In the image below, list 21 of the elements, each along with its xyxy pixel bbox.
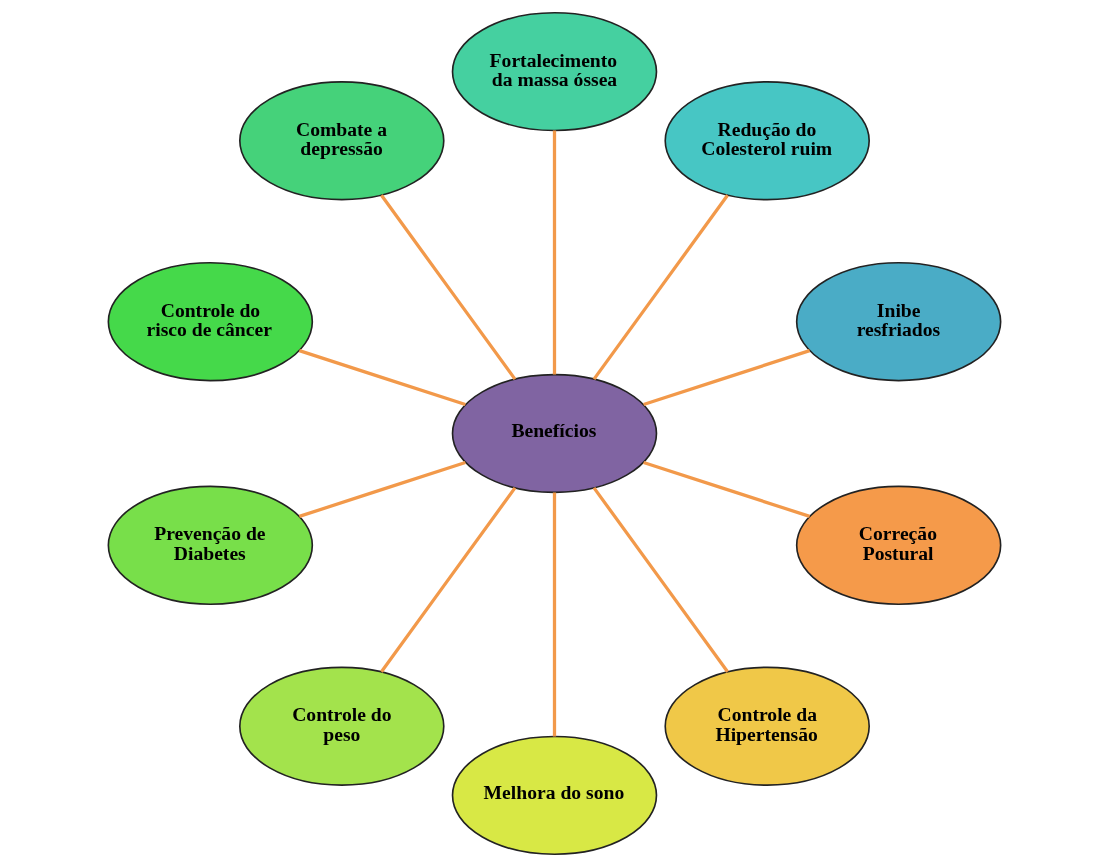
connector (380, 194, 517, 381)
connector (552, 492, 557, 737)
connector (298, 349, 466, 407)
node-ellipse: Correção Postural (795, 485, 1002, 606)
connector (643, 349, 811, 407)
node-ellipse: Controle do peso (239, 666, 445, 786)
connector (643, 460, 811, 518)
node-ellipse: Combate a depressão (239, 81, 445, 201)
node-ellipse: Benefícios (451, 373, 658, 494)
connector (298, 460, 466, 518)
node-ellipse: Redução do Colesterol ruim (664, 81, 870, 201)
connector (592, 194, 729, 381)
node-ellipse: Prevenção de Diabetes (107, 485, 314, 606)
node-ellipse: Controle do risco de câncer (107, 261, 314, 382)
connector (380, 486, 517, 673)
node-ellipse: Inibe resfriados (795, 261, 1002, 382)
node-ellipse: Fortalecimento da massa óssea (451, 11, 658, 132)
connector (552, 130, 557, 375)
node-ellipse: Controle da Hipertensão (664, 666, 870, 786)
connector (592, 486, 729, 673)
node-ellipse: Melhora do sono (451, 735, 658, 856)
